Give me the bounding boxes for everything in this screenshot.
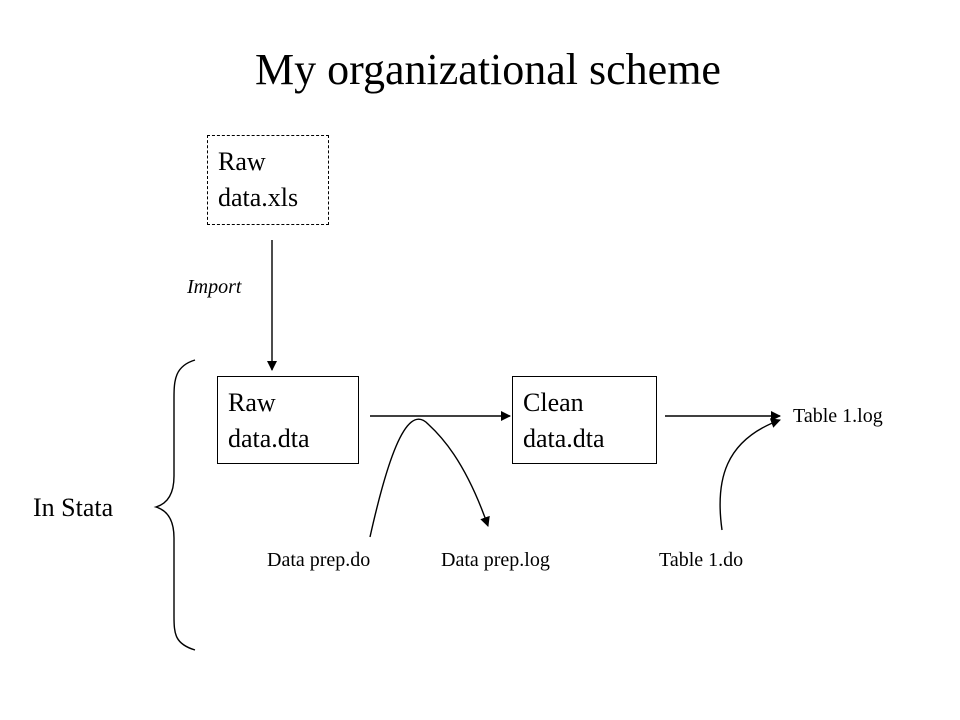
import-label: Import bbox=[187, 276, 242, 298]
data-prep-do-label: Data prep.do bbox=[267, 549, 371, 571]
table1-do-label: Table 1.do bbox=[659, 549, 744, 571]
table1-log-label: Table 1.log bbox=[793, 405, 883, 427]
table1-curve bbox=[719, 418, 781, 531]
raw-data-dta-node: Raw data.dta bbox=[217, 376, 359, 464]
in-stata-label: In Stata bbox=[33, 493, 114, 522]
raw-data-xls-node: Raw data.xls bbox=[207, 135, 329, 225]
data-prep-arc bbox=[369, 418, 490, 538]
data-prep-log-label: Data prep.log bbox=[441, 549, 550, 571]
clean-data-dta-line2: data.dta bbox=[523, 424, 605, 453]
in-stata-brace bbox=[153, 359, 196, 651]
raw-data-dta-line2: data.dta bbox=[228, 424, 310, 453]
clean-data-dta-line1: Clean bbox=[523, 388, 584, 417]
raw-data-xls-line2: data.xls bbox=[218, 183, 299, 212]
raw-data-xls-line1: Raw bbox=[218, 147, 266, 176]
clean-data-dta-node: Clean data.dta bbox=[512, 376, 657, 464]
diagram-title: My organizational scheme bbox=[255, 45, 721, 94]
raw-data-dta-line1: Raw bbox=[228, 388, 276, 417]
